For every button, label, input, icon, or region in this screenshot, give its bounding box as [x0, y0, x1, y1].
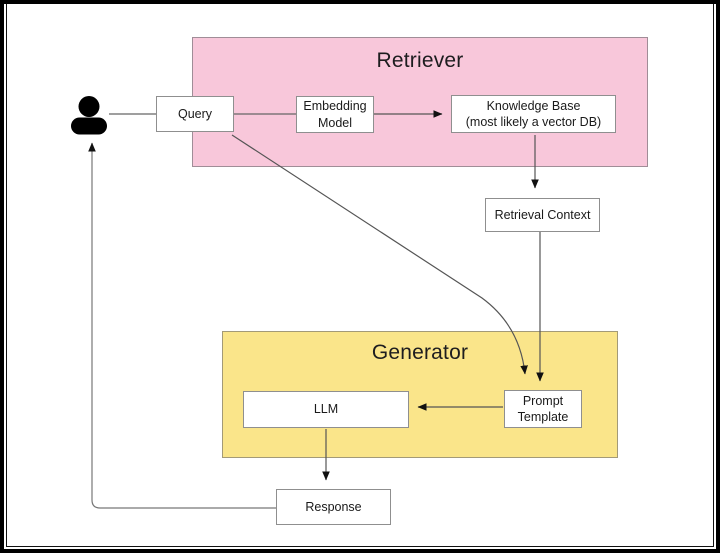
node-embedding-model: Embedding Model [296, 96, 374, 133]
node-query: Query [156, 96, 234, 132]
retriever-group-title: Retriever [376, 49, 464, 72]
node-retrieval-context: Retrieval Context [485, 198, 600, 232]
node-llm: LLM [243, 391, 409, 428]
user-icon [71, 96, 107, 135]
node-prompt-template: Prompt Template [504, 390, 582, 428]
node-response: Response [276, 489, 391, 525]
generator-group-title: Generator [371, 341, 469, 364]
node-knowledge-base: Knowledge Base (most likely a vector DB) [451, 95, 616, 133]
